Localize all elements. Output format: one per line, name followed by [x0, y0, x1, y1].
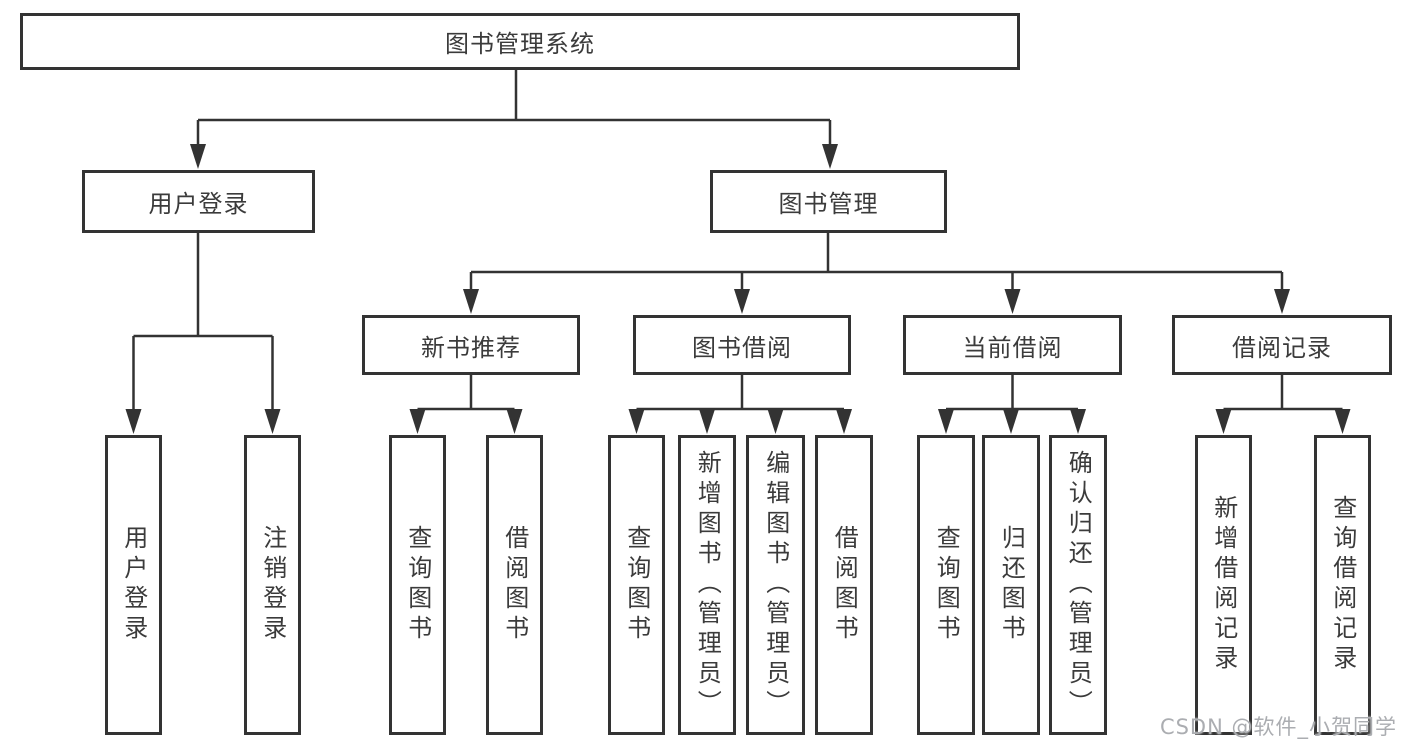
- leaf-record-query-borrow-record-label: 查询借阅记录: [1328, 495, 1357, 675]
- node-user-login: 用户登录: [82, 170, 315, 233]
- leaf-rec-borrow-books-label: 借阅图书: [500, 525, 529, 645]
- leaf-borrow-borrow-books-label: 借阅图书: [830, 525, 859, 645]
- leaf-user-login: 用户登录: [105, 435, 162, 735]
- leaf-borrow-query-books-label: 查询图书: [622, 525, 651, 645]
- node-current-borrow: 当前借阅: [903, 315, 1122, 375]
- leaf-borrow-add-books-admin: 新增图书（管理员）: [678, 435, 736, 735]
- csdn-watermark: CSDN @软件_小贺同学: [1159, 715, 1397, 739]
- leaf-logout: 注销登录: [244, 435, 301, 735]
- leaf-rec-borrow-books: 借阅图书: [486, 435, 543, 735]
- leaf-current-query-books: 查询图书: [917, 435, 975, 735]
- node-borrow-records-label: 借阅记录: [1232, 333, 1332, 362]
- node-book-management-label: 图书管理: [778, 190, 879, 218]
- arrowheads: [125, 144, 1351, 434]
- leaf-borrow-borrow-books: 借阅图书: [815, 435, 873, 735]
- node-new-book-recommend-label: 新书推荐: [421, 333, 521, 362]
- leaf-record-add-borrow-record: 新增借阅记录: [1195, 435, 1252, 735]
- leaf-borrow-query-books: 查询图书: [608, 435, 665, 735]
- node-book-borrow: 图书借阅: [633, 315, 851, 375]
- node-book-management: 图书管理: [710, 170, 947, 233]
- node-borrow-records: 借阅记录: [1172, 315, 1392, 375]
- leaf-record-add-borrow-record-label: 新增借阅记录: [1209, 495, 1238, 675]
- node-new-book-recommend: 新书推荐: [362, 315, 580, 375]
- node-root: 图书管理系统: [20, 13, 1020, 70]
- leaf-current-query-books-label: 查询图书: [932, 525, 961, 645]
- leaf-borrow-edit-books-admin-label: 编辑图书（管理员）: [761, 450, 790, 720]
- node-current-borrow-label: 当前借阅: [962, 333, 1063, 362]
- leaf-current-return-books-label: 归还图书: [997, 525, 1026, 645]
- leaf-borrow-add-books-admin-label: 新增图书（管理员）: [693, 450, 722, 720]
- node-book-borrow-label: 图书借阅: [692, 333, 792, 362]
- node-user-login-label: 用户登录: [148, 190, 249, 218]
- leaf-record-query-borrow-record: 查询借阅记录: [1314, 435, 1371, 735]
- leaf-current-confirm-return-admin: 确认归还（管理员）: [1049, 435, 1107, 735]
- leaf-borrow-edit-books-admin: 编辑图书（管理员）: [746, 435, 805, 735]
- leaf-rec-query-books-label: 查询图书: [403, 525, 432, 645]
- leaf-current-return-books: 归还图书: [982, 435, 1040, 735]
- leaf-current-confirm-return-admin-label: 确认归还（管理员）: [1064, 450, 1093, 720]
- leaf-user-login-label: 用户登录: [119, 525, 148, 645]
- node-root-label: 图书管理系统: [445, 30, 595, 58]
- leaf-logout-label: 注销登录: [258, 525, 287, 645]
- leaf-rec-query-books: 查询图书: [389, 435, 446, 735]
